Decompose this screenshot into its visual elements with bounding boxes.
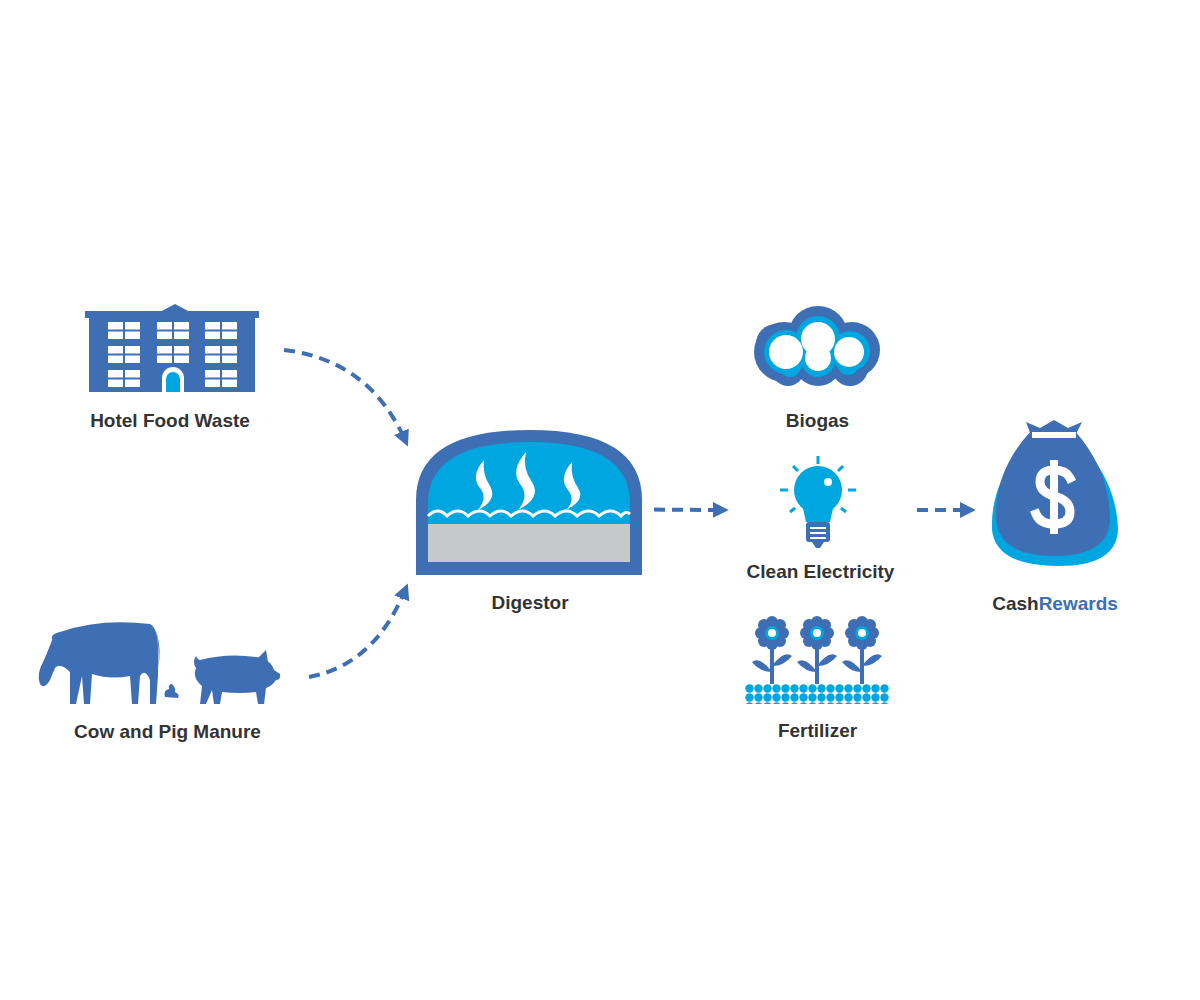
dashed-arrow [284, 350, 406, 442]
dashed-arrow [309, 588, 406, 677]
digestor-icon [416, 430, 642, 575]
node-label: CashRewards [992, 593, 1118, 615]
icon-node: Biogas [745, 305, 890, 435]
node-label: Biogas [786, 410, 849, 432]
node-label: Clean Electricity [747, 561, 895, 583]
dashed-arrow [917, 508, 971, 512]
icon-node: CashRewards [975, 420, 1135, 620]
animals-icon [39, 622, 280, 704]
node-label: Cow and Pig Manure [74, 721, 261, 743]
icon-node: Digestor [410, 430, 650, 615]
dashed-arrow [654, 508, 724, 513]
node-label: Digestor [491, 592, 568, 614]
node-text: Cow and Pig Manure [74, 721, 261, 742]
node-text: Digestor [491, 592, 568, 613]
node-text: Rewards [1039, 593, 1118, 614]
node-text: Fertilizer [778, 720, 857, 741]
node-label: Fertilizer [778, 720, 857, 742]
hotel-icon [85, 304, 259, 392]
node-text: Biogas [786, 410, 849, 431]
fertilizer-icon [745, 616, 889, 704]
icon-node: Fertilizer [740, 612, 895, 742]
node-text: Clean Electricity [747, 561, 895, 582]
icon-node: Cow and Pig Manure [30, 615, 305, 745]
node-label: Hotel Food Waste [90, 410, 250, 432]
icon-node: Clean Electricity [728, 452, 913, 584]
moneybag-icon [992, 420, 1118, 566]
node-text: Hotel Food Waste [90, 410, 250, 431]
node-text: Cash [992, 593, 1038, 614]
cloud-icon [754, 306, 880, 386]
icon-node: Hotel Food Waste [60, 300, 280, 435]
bulb-icon [780, 456, 856, 548]
